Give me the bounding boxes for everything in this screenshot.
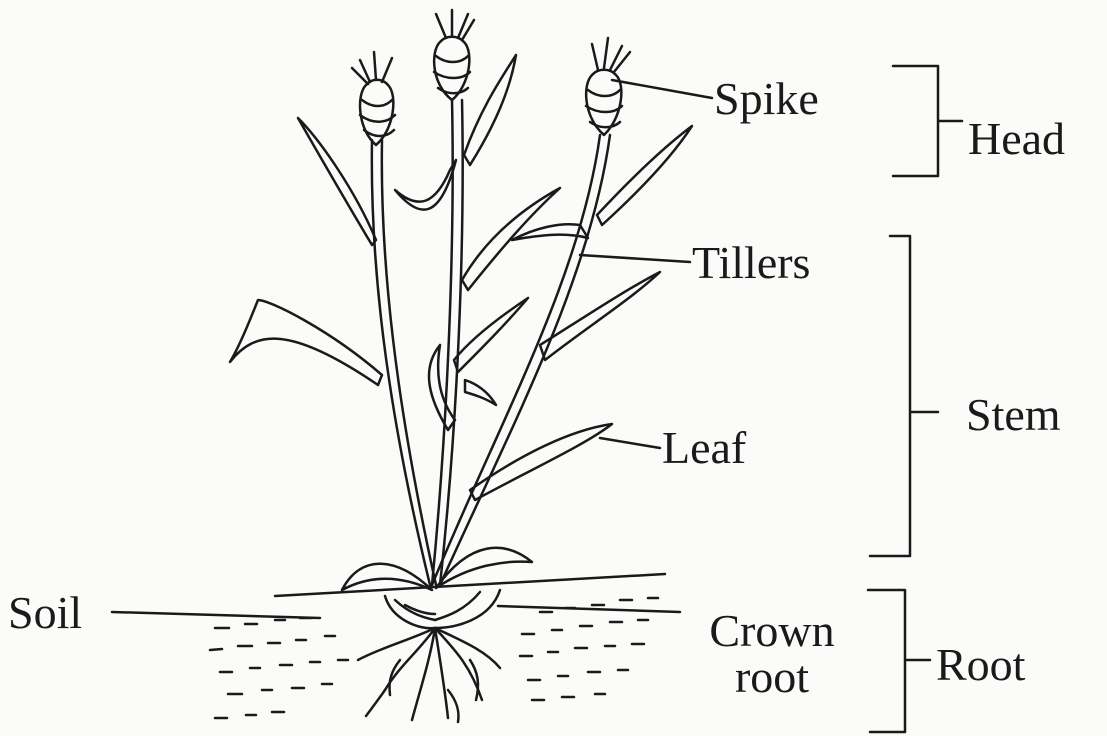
root-bracket [868, 590, 930, 732]
soil-marks-left [210, 618, 348, 718]
spike-leader [612, 80, 712, 98]
head-bracket [893, 66, 962, 176]
soil-leader [112, 612, 320, 618]
base-leaf-left [342, 564, 432, 590]
stem-label: Stem [966, 392, 1061, 438]
leaf-top-right-of-middle [464, 55, 516, 165]
leaf-leader [600, 438, 660, 448]
leaf-upper-middle [395, 160, 456, 210]
spike-right [586, 38, 630, 135]
crown-root-label: Crown root [682, 608, 862, 700]
crown-root-shape [385, 590, 500, 628]
head-label: Head [968, 116, 1065, 162]
leaf-label: Leaf [662, 425, 746, 471]
crown-leader [498, 606, 680, 612]
leaf-right-small [465, 380, 496, 405]
spike-middle [434, 10, 474, 100]
leaf-middle-right-lower [454, 298, 528, 372]
root-label: Root [936, 642, 1025, 688]
tillers-leader [580, 255, 690, 262]
stem-bracket [870, 236, 938, 556]
stem-middle [432, 100, 463, 585]
spike-left [352, 52, 395, 145]
leaf-right-mid [540, 272, 660, 360]
ground-line [275, 574, 665, 596]
leaf-mid-left [230, 300, 382, 385]
crown-root-label-line1: Crown [682, 608, 862, 654]
leaf-upper-left [298, 118, 376, 245]
soil-label: Soil [8, 590, 82, 636]
leaf-right-upper [597, 126, 692, 225]
crown-root-label-line2: root [682, 654, 862, 700]
leaf-middle-low [429, 345, 455, 430]
soil-marks-right [520, 598, 658, 700]
root-system [358, 628, 500, 722]
stem-left [372, 140, 436, 585]
tillers-label: Tillers [692, 240, 810, 286]
spike-label: Spike [714, 76, 819, 122]
leaf-right-lower [470, 424, 612, 500]
leaf-middle-right [462, 188, 560, 290]
